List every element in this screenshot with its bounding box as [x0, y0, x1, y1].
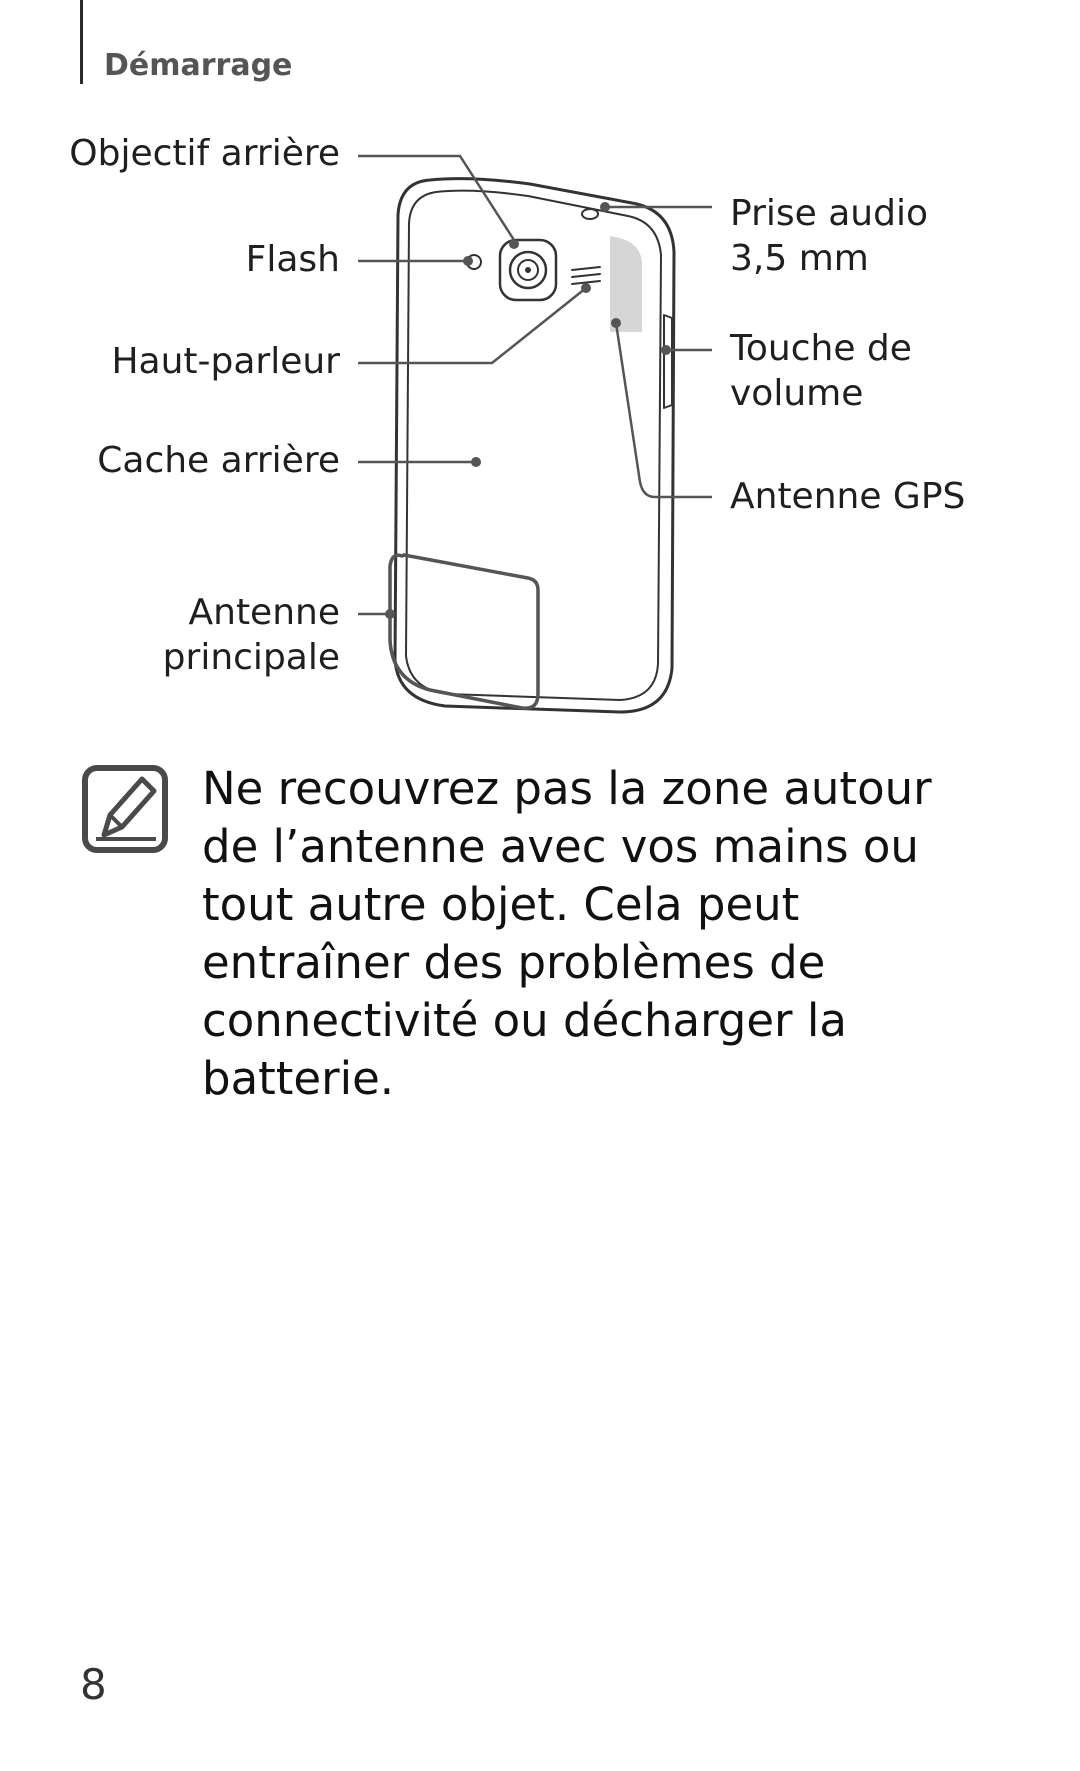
label-main-antenna-line1: Antenne [188, 592, 341, 633]
label-flash: Flash [245, 239, 340, 280]
label-main-antenna-line2: principale [162, 637, 340, 678]
label-audio-jack-line2: 3,5 mm [730, 238, 869, 279]
label-rear-camera: Objectif arrière [69, 133, 340, 174]
label-speaker: Haut-parleur [111, 341, 340, 382]
phone-back-diagram: Objectif arrière Flash Haut-parleur Cach… [0, 0, 1080, 730]
section-rule [80, 0, 83, 84]
page-number: 8 [80, 1660, 107, 1709]
label-audio-jack-line1: Prise audio [730, 193, 928, 234]
label-back-cover: Cache arrière [97, 440, 340, 481]
note-pencil-icon [82, 765, 170, 855]
phone-back-illustration [358, 154, 712, 714]
label-volume-key-line2: volume [730, 373, 864, 414]
label-gps-antenna: Antenne GPS [730, 476, 966, 517]
label-volume-key-line1: Touche de [730, 328, 912, 369]
note-text: Ne recouvrez pas la zone autour de l’ant… [202, 762, 932, 1105]
section-title: Démarrage [104, 48, 293, 83]
